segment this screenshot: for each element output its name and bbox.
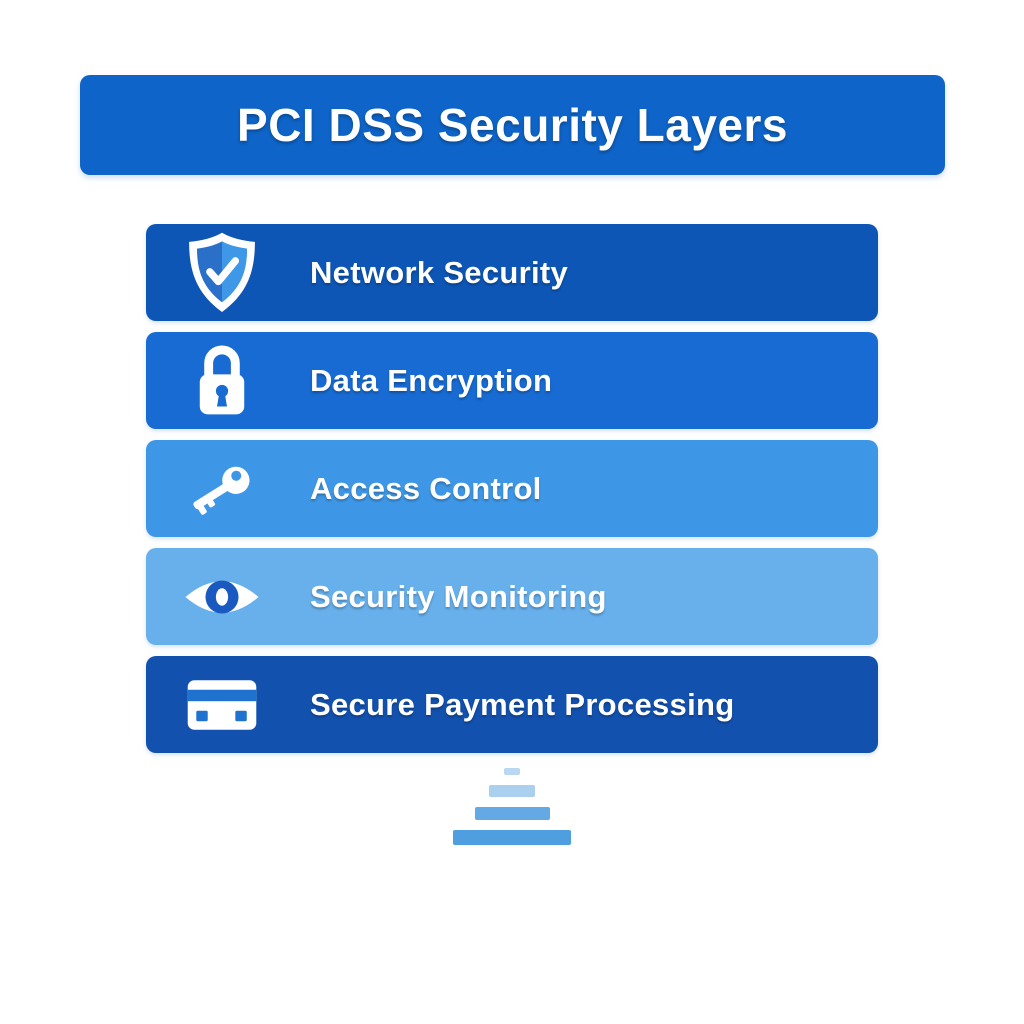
- layer-label: Network Security: [310, 254, 569, 290]
- layer-row-network-security: Network Security: [146, 224, 878, 321]
- layer-row-security-monitoring: Security Monitoring: [146, 548, 878, 645]
- layer-label: Access Control: [310, 470, 542, 506]
- title-banner: PCI DSS Security Layers: [80, 75, 945, 175]
- layer-row-access-control: Access Control: [146, 440, 878, 537]
- security-layers-list: Network Security Data Encryption: [146, 224, 878, 764]
- credit-card-icon: [182, 662, 262, 748]
- shield-check-icon: [182, 230, 262, 316]
- layer-row-data-encryption: Data Encryption: [146, 332, 878, 429]
- lock-icon: [182, 338, 262, 424]
- layer-label: Secure Payment Processing: [310, 686, 735, 722]
- layer-label: Security Monitoring: [310, 578, 607, 614]
- pyramid-bar: [504, 768, 520, 775]
- page-title: PCI DSS Security Layers: [237, 99, 788, 151]
- layer-label: Data Encryption: [310, 362, 553, 398]
- eye-icon: [182, 554, 262, 640]
- pyramid-bar: [489, 785, 535, 797]
- pyramid-decoration: [0, 768, 1024, 855]
- key-icon: [182, 446, 262, 532]
- pyramid-bar: [453, 830, 571, 845]
- pyramid-bar: [474, 807, 550, 820]
- layer-row-secure-payment: Secure Payment Processing: [146, 656, 878, 753]
